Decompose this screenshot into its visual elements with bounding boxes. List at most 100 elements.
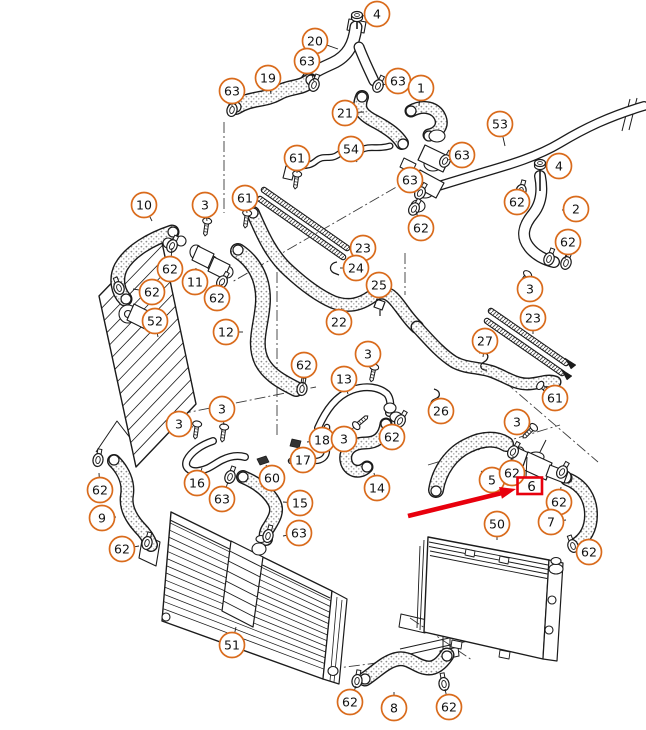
callout-14[interactable]: 14	[363, 474, 391, 502]
callout-ring-63[interactable]	[396, 166, 424, 194]
callout-4[interactable]: 4	[363, 0, 391, 28]
callout-1[interactable]: 1	[407, 74, 435, 102]
callout-ring-23[interactable]	[519, 304, 547, 332]
callout-ring-26[interactable]	[427, 397, 455, 425]
callout-ring-7[interactable]	[537, 508, 565, 536]
callout-62[interactable]: 62	[498, 459, 526, 487]
callout-ring-62[interactable]	[435, 693, 463, 721]
callout-ring-1[interactable]	[407, 74, 435, 102]
callout-63[interactable]: 63	[285, 519, 313, 547]
callout-ring-10[interactable]	[130, 191, 158, 219]
callout-3[interactable]: 3	[191, 191, 219, 219]
callout-ring-22[interactable]	[325, 308, 353, 336]
callout-ring-62[interactable]	[503, 188, 531, 216]
callout-ring-62[interactable]	[108, 535, 136, 563]
callout-51[interactable]: 51	[218, 631, 246, 659]
callout-63[interactable]: 63	[396, 166, 424, 194]
callout-ring-16[interactable]	[183, 469, 211, 497]
callout-ring-61[interactable]	[541, 384, 569, 412]
callout-ring-63[interactable]	[208, 485, 236, 513]
callout-62[interactable]: 62	[336, 688, 364, 716]
callout-ring-50[interactable]	[483, 510, 511, 538]
callout-ring-62[interactable]	[378, 423, 406, 451]
callout-ring-11[interactable]	[181, 268, 209, 296]
callout-3[interactable]: 3	[354, 340, 382, 368]
callout-ring-13[interactable]	[330, 365, 358, 393]
callout-ring-3[interactable]	[354, 340, 382, 368]
callout-24[interactable]: 24	[342, 254, 370, 282]
hose-clamp[interactable]	[165, 234, 181, 254]
bolt[interactable]	[520, 422, 539, 441]
callout-ring-15[interactable]	[286, 489, 314, 517]
callout-3[interactable]: 3	[208, 395, 236, 423]
callout-62[interactable]: 62	[378, 423, 406, 451]
callout-3[interactable]: 3	[330, 425, 358, 453]
callout-62[interactable]: 62	[138, 278, 166, 306]
callout-54[interactable]: 54	[337, 135, 365, 163]
callout-ring-3[interactable]	[503, 408, 531, 436]
hose-clamp[interactable]	[437, 672, 450, 692]
callout-21[interactable]: 21	[331, 99, 359, 127]
callout-22[interactable]: 22	[325, 308, 353, 336]
highlighted-callout-6[interactable]: 6	[516, 476, 544, 496]
bolt[interactable]	[218, 423, 230, 443]
callout-ring-62[interactable]	[156, 255, 184, 283]
callout-ring-24[interactable]	[342, 254, 370, 282]
nut[interactable]	[533, 158, 547, 170]
callout-61[interactable]: 61	[541, 384, 569, 412]
callout-10[interactable]: 10	[130, 191, 158, 219]
callout-ring-62[interactable]	[407, 214, 435, 242]
callout-20[interactable]: 20	[301, 27, 329, 55]
callout-ring-54[interactable]	[337, 135, 365, 163]
callout-4[interactable]: 4	[545, 152, 573, 180]
callout-ring-63[interactable]	[293, 47, 321, 75]
callout-3[interactable]: 3	[516, 275, 544, 303]
callout-ring-9[interactable]	[88, 504, 116, 532]
callout-7[interactable]: 7	[537, 508, 565, 536]
callout-61[interactable]: 61	[231, 184, 259, 212]
callout-ring-63[interactable]	[448, 141, 476, 169]
callout-ring-21[interactable]	[331, 99, 359, 127]
callout-3[interactable]: 3	[503, 408, 531, 436]
callout-ring-4[interactable]	[545, 152, 573, 180]
callout-62[interactable]: 62	[156, 255, 184, 283]
callout-ring-3[interactable]	[330, 425, 358, 453]
callout-ring-63[interactable]	[218, 77, 246, 105]
callout-ring-62[interactable]	[575, 538, 603, 566]
bolt[interactable]	[201, 217, 213, 237]
callout-ring-25[interactable]	[365, 271, 393, 299]
callout-13[interactable]: 13	[330, 365, 358, 393]
callout-62[interactable]: 62	[407, 214, 435, 242]
callout-ring-3[interactable]	[208, 395, 236, 423]
bolt[interactable]	[191, 420, 203, 440]
callout-ring-27[interactable]	[471, 327, 499, 355]
callout-ring-17[interactable]	[289, 446, 317, 474]
callout-63[interactable]: 63	[293, 47, 321, 75]
hose-clamp[interactable]	[111, 276, 126, 296]
callout-23[interactable]: 23	[519, 304, 547, 332]
callout-ring-53[interactable]	[486, 110, 514, 138]
hose-clamp[interactable]	[505, 440, 522, 460]
callout-12[interactable]: 12	[212, 318, 240, 346]
callout-27[interactable]: 27	[471, 327, 499, 355]
callout-ring-14[interactable]	[363, 474, 391, 502]
callout-63[interactable]: 63	[218, 77, 246, 105]
callout-63[interactable]: 63	[448, 141, 476, 169]
callout-ring-8[interactable]	[380, 694, 408, 722]
callout-ring-62[interactable]	[554, 228, 582, 256]
callout-18[interactable]: 18	[308, 426, 336, 454]
callout-53[interactable]: 53	[486, 110, 514, 138]
callout-ring-62[interactable]	[138, 278, 166, 306]
callout-ring-51[interactable]	[218, 631, 246, 659]
hose-clamp[interactable]	[307, 73, 322, 93]
callout-ring-62[interactable]	[86, 476, 114, 504]
callout-62[interactable]: 62	[554, 228, 582, 256]
bolt[interactable]	[291, 170, 303, 190]
hose-clamp[interactable]	[554, 460, 571, 480]
hose-clamp[interactable]	[565, 534, 580, 554]
callout-50[interactable]: 50	[483, 510, 511, 538]
callout-8[interactable]: 8	[380, 694, 408, 722]
callout-61[interactable]: 61	[283, 144, 311, 172]
callout-62[interactable]: 62	[503, 188, 531, 216]
callout-62[interactable]: 62	[290, 351, 318, 379]
